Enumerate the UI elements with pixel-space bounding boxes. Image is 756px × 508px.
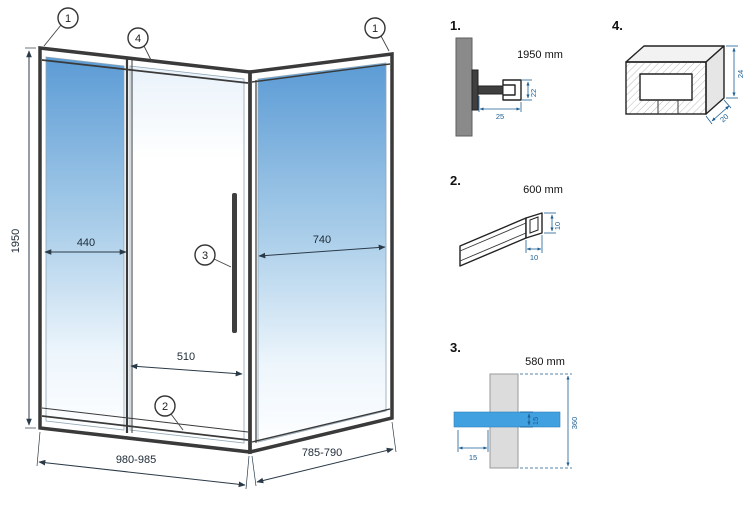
- dim-label: 22: [529, 89, 538, 97]
- detail-1-size: 1950 mm: [517, 49, 563, 61]
- callout-leader: [170, 413, 184, 431]
- wall-section: [455, 37, 473, 137]
- detail-1-dim-a: 22: [522, 79, 538, 101]
- detail-4-label: 4.: [612, 18, 623, 33]
- dim-fixed-panel-label: 440: [77, 237, 95, 249]
- side-glass-panel: [257, 62, 387, 443]
- profile-arm: [477, 85, 504, 95]
- dim-label: 24: [736, 70, 745, 78]
- callout-number: 4: [135, 33, 141, 45]
- door-handle: [232, 193, 237, 333]
- dim-door-label: 510: [177, 351, 195, 363]
- detail-2: 2. 600 mm 10 10: [450, 173, 563, 267]
- callout-circle: [194, 244, 216, 266]
- profile-wall-plate: [471, 69, 479, 111]
- dim-side-panel-label: 740: [313, 234, 331, 246]
- callout-leader: [43, 24, 62, 47]
- detail-1-dim-b: 25: [478, 96, 522, 121]
- dimension-side-panel: 740: [258, 234, 386, 259]
- dimension-height: 1950: [10, 47, 36, 429]
- detail-1-label: 1.: [450, 18, 461, 33]
- glass-bar: [453, 411, 561, 428]
- sliding-door-glass: [129, 65, 245, 444]
- detail-3-dim-c: 360: [520, 373, 579, 469]
- callout-bottom-rail: 2: [154, 395, 184, 431]
- callout-leader: [380, 35, 390, 52]
- callout-circle: [57, 7, 79, 29]
- tube-edge-line: [459, 232, 527, 262]
- detail-4: 4. 24 20: [612, 18, 745, 124]
- profile-channel: [502, 79, 522, 101]
- top-rail: [41, 59, 249, 84]
- bottom-rail: [41, 415, 249, 441]
- detail-1: 1. 1950 mm 22 25: [450, 18, 563, 137]
- dim-line: [256, 447, 394, 484]
- callout-leader: [213, 258, 232, 268]
- detail-4-dim-a: 24: [726, 45, 745, 99]
- dimension-door: 510: [130, 351, 243, 377]
- tube-end-opening: [529, 216, 539, 234]
- callout-leader: [143, 45, 153, 63]
- callout-top-left: 1: [43, 7, 79, 47]
- detail-2-dim-b: 10: [525, 235, 543, 262]
- dim-label: 10: [553, 222, 562, 230]
- ext-line: [251, 455, 257, 487]
- dimension-fixed-panel: 440: [44, 237, 127, 255]
- ext-line: [391, 421, 397, 453]
- callout-circle: [364, 17, 386, 39]
- ext-line: [723, 99, 732, 109]
- main-drawing: 1950 440 740 510 980-985 78: [10, 7, 397, 490]
- dim-line: [711, 105, 730, 122]
- dim-label: 10: [530, 253, 538, 262]
- callout-number: 1: [65, 13, 71, 25]
- detail-3-dim-a: 15: [457, 430, 489, 462]
- bottom-rail-upper: [41, 407, 249, 433]
- callout-number: 1: [372, 23, 378, 35]
- callout-handle: 3: [194, 244, 232, 268]
- dimension-front-width: 980-985: [36, 431, 250, 490]
- dim-front-width-label: 980-985: [116, 454, 156, 466]
- tube-edge-line: [459, 222, 527, 252]
- dim-label: 15: [531, 417, 540, 425]
- side-top-rail: [251, 63, 391, 83]
- dim-label: 25: [496, 112, 504, 121]
- detail-2-size: 600 mm: [523, 184, 563, 196]
- callout-top-right: 1: [364, 17, 390, 52]
- callout-number: 2: [162, 401, 168, 413]
- callout-number: 3: [202, 250, 208, 262]
- dim-line: [38, 459, 246, 488]
- dim-line: [130, 363, 243, 377]
- ext-line: [705, 115, 713, 125]
- fixed-glass-panel: [45, 56, 125, 431]
- side-frame: [248, 52, 394, 455]
- dim-height-label: 1950: [10, 229, 22, 253]
- detail-3-dim-b: 15: [520, 411, 540, 428]
- ext-line: [245, 455, 250, 490]
- dim-label: 15: [469, 453, 477, 462]
- rail-channel: [639, 73, 693, 101]
- callout-circle: [154, 395, 176, 417]
- detail-2-label: 2.: [450, 173, 461, 188]
- detail-2-dim-a: 10: [544, 212, 562, 234]
- detail-3-label: 3.: [450, 340, 461, 355]
- dim-label: 360: [570, 417, 579, 430]
- detail-3-size: 580 mm: [525, 356, 565, 368]
- callout-circle: [127, 27, 149, 49]
- tube-body: [459, 217, 527, 267]
- callout-top-rail: 4: [127, 27, 153, 63]
- ext-line: [36, 431, 41, 467]
- dim-line: [258, 244, 386, 259]
- detail-3: 3. 580 mm 15 15 360: [450, 340, 579, 469]
- dimension-side-width: 785-790: [251, 421, 397, 487]
- side-bottom-rail: [251, 408, 391, 443]
- dim-side-width-label: 785-790: [302, 447, 342, 459]
